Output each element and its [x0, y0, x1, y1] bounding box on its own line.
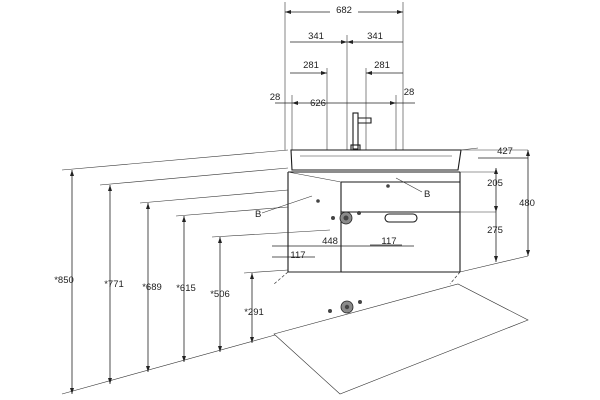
arrow-icon: [494, 168, 498, 174]
ext-line-bottom-right: [459, 255, 529, 273]
label-506: *506: [210, 289, 230, 300]
ext-line-615: [175, 206, 289, 217]
cabinet: [287, 171, 461, 273]
label-850: *850: [54, 275, 74, 286]
arrow-icon: [108, 185, 112, 191]
arrow-icon: [292, 101, 298, 105]
faucet-spout: [358, 117, 372, 124]
dashed-projection-right: [449, 271, 461, 285]
hole-marker-left: [316, 199, 320, 203]
arrow-icon: [182, 356, 186, 362]
floor-hole-right: [358, 300, 362, 304]
label-626: 626: [310, 98, 326, 109]
label-b-left: B: [255, 209, 261, 220]
label-689: *689: [142, 282, 162, 293]
label-281-right: 281: [374, 60, 390, 71]
label-117-left: 117: [290, 250, 305, 261]
label-281-left: 281: [303, 60, 319, 71]
label-682: 682: [336, 5, 352, 16]
arrow-icon: [494, 206, 498, 212]
arrow-icon: [390, 101, 396, 105]
hole-marker-right: [386, 184, 390, 188]
arrow-icon: [366, 71, 372, 75]
cabinet-side-top: [287, 171, 342, 183]
arrow-icon: [526, 250, 530, 256]
arrow-icon: [108, 378, 112, 384]
arrow-icon: [321, 71, 327, 75]
hole-right: [357, 211, 361, 215]
arrow-icon: [347, 40, 353, 44]
basin: [288, 147, 479, 173]
ext-line-771: [99, 167, 289, 186]
label-480: 480: [519, 198, 535, 209]
leader-b-left: [261, 195, 313, 214]
label-275: 275: [487, 225, 503, 236]
left-height-dimensions: *850 *771 *689 *615 *506 *291: [54, 149, 331, 395]
arrow-icon: [218, 346, 222, 352]
faucet: [350, 112, 372, 151]
arrow-icon: [218, 237, 222, 243]
arrow-icon: [70, 388, 74, 394]
b-leaders: B B: [255, 177, 430, 220]
top-dimensions: 682 341 341 281 281 626 28 28: [270, 2, 415, 150]
basin-top: [290, 149, 462, 171]
horizontal-offsets: 448 117 117: [272, 236, 414, 261]
basin-depth-line: [460, 147, 479, 151]
label-b-right: B: [424, 189, 430, 200]
floor-line: [61, 334, 276, 395]
arrow-icon: [146, 203, 150, 209]
arrow-icon: [494, 256, 498, 262]
floor-outline: [273, 283, 529, 395]
floor-footprint: [273, 271, 529, 395]
floor-drain-inner: [344, 304, 350, 310]
pipe-holes: [316, 184, 390, 314]
right-dimensions: 427 205 275 480: [459, 146, 535, 273]
arrow-icon: [285, 10, 291, 14]
label-448: 448: [322, 236, 338, 247]
label-615: *615: [176, 283, 196, 294]
ext-line-506: [211, 229, 331, 238]
hole-drain-inner: [343, 215, 349, 221]
ext-line-689: [139, 189, 289, 204]
label-771: *771: [104, 279, 124, 290]
arrow-icon: [526, 150, 530, 156]
arrow-icon: [250, 337, 254, 343]
ext-line-291: [243, 269, 289, 274]
label-291: *291: [244, 307, 264, 318]
arrow-icon: [182, 216, 186, 222]
label-28-right: 28: [404, 87, 415, 98]
arrow-icon: [397, 10, 403, 14]
dashed-projection-left: [273, 271, 289, 285]
label-341-left: 341: [308, 31, 324, 42]
label-117-right: 117: [381, 236, 396, 247]
ext-line-850: [61, 149, 289, 171]
label-205: 205: [487, 178, 503, 189]
label-341-right: 341: [367, 31, 383, 42]
hole-left: [331, 216, 335, 220]
label-427: 427: [497, 146, 513, 157]
leader-b-right: [395, 177, 423, 193]
faucet-body: [352, 112, 359, 150]
arrow-icon: [146, 366, 150, 372]
floor-hole-left: [328, 309, 332, 313]
arrow-icon: [250, 273, 254, 279]
drawer-handle: [384, 213, 418, 223]
arrow-icon: [70, 170, 74, 176]
label-28-left: 28: [270, 92, 281, 103]
arrow-icon: [341, 40, 347, 44]
